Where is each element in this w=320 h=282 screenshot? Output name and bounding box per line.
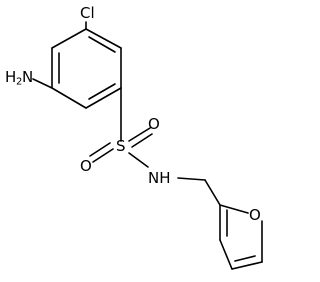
ring-double-bond bbox=[88, 83, 116, 100]
furan-oxygen-label: O bbox=[249, 206, 261, 224]
furan-double-bond bbox=[234, 255, 256, 262]
chemical-structure: Cl H 2 N S O O NH O bbox=[5, 4, 263, 270]
ring-bond bbox=[51, 87, 87, 109]
ring-bond bbox=[85, 28, 122, 49]
ring-bond bbox=[85, 87, 122, 109]
sulfur-label: S bbox=[116, 137, 126, 155]
chlorine-label: Cl bbox=[80, 4, 95, 22]
sulfonyl-oxygen-top-label: O bbox=[148, 115, 160, 133]
s-o-double-bond bbox=[92, 148, 114, 163]
ch2-furan-bond bbox=[204, 179, 221, 206]
s-o-double-bond bbox=[89, 142, 111, 157]
n-ch2-bond bbox=[177, 177, 206, 181]
furan-bond bbox=[231, 261, 263, 270]
s-o-double-bond bbox=[131, 133, 153, 148]
ring-bond bbox=[51, 28, 87, 49]
atom-labels: Cl H 2 N S O O NH O bbox=[5, 4, 261, 224]
amino-subscript-label: 2 bbox=[16, 77, 22, 88]
sulfonyl-oxygen-bottom-label: O bbox=[80, 157, 92, 175]
furan-bond bbox=[219, 239, 233, 270]
bonds bbox=[32, 21, 263, 270]
ring-double-bond bbox=[88, 36, 116, 53]
amino-h-label: H bbox=[5, 68, 16, 86]
amide-nh-label: NH bbox=[148, 169, 171, 187]
furan-bond bbox=[219, 204, 249, 214]
c-n-bond bbox=[32, 78, 53, 89]
s-o-double-bond bbox=[128, 127, 151, 142]
s-n-bond bbox=[128, 152, 149, 168]
amino-n-label: N bbox=[22, 68, 33, 86]
